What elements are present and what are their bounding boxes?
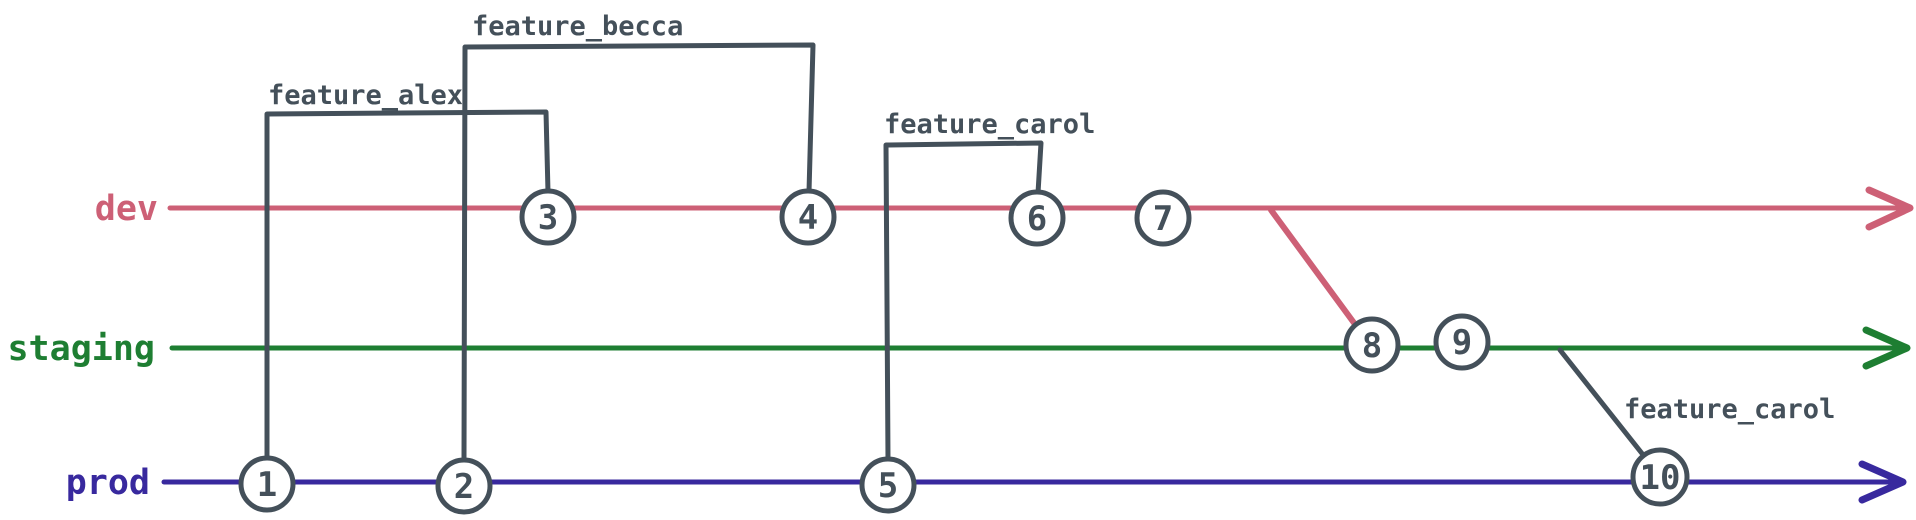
feature-carol-label: feature_carol (884, 109, 1095, 140)
dev-branch-label: dev (95, 189, 158, 229)
commit-label-8: 8 (1362, 326, 1382, 366)
prod-arrowhead-icon (1858, 460, 1907, 504)
commit-node-7: 7 (1134, 189, 1192, 247)
commit-label-2: 2 (454, 467, 474, 507)
prod-branch-label: prod (66, 463, 150, 503)
feature-carol-label-2: feature_carol (1624, 394, 1835, 425)
commit-node-5: 5 (859, 456, 917, 514)
commit-circle-6 (1008, 189, 1066, 247)
merge-dev-to-staging-line (1268, 207, 1360, 330)
commit-label-4: 4 (798, 198, 818, 238)
commit-circle-9 (1433, 313, 1491, 371)
commit-node-10: 10 (1630, 447, 1690, 507)
commit-circle-2 (435, 457, 493, 515)
commit-node-3: 3 (519, 188, 577, 246)
commit-label-10: 10 (1640, 458, 1681, 498)
commit-circle-8 (1343, 316, 1401, 374)
commit-node-4: 4 (779, 188, 837, 246)
feature-alex-label: feature_alex (268, 80, 463, 111)
commit-label-9: 9 (1452, 323, 1472, 363)
commit-label-1: 1 (257, 465, 277, 505)
commit-label-3: 3 (538, 198, 558, 238)
branch-prod: prod (66, 460, 1907, 504)
feature-carol-branch-line (1557, 347, 1647, 459)
commit-node-2: 2 (435, 457, 493, 515)
dev-arrowhead-icon (1865, 186, 1914, 231)
staging-arrowhead-icon (1862, 326, 1911, 370)
branch-dev: dev (95, 186, 1914, 231)
commit-circle-10 (1630, 447, 1690, 507)
staging-branch-label: staging (7, 329, 155, 369)
commit-circle-1 (238, 455, 296, 513)
commit-node-9: 9 (1433, 313, 1491, 371)
feature-becca-path (461, 42, 816, 463)
commit-node-8: 8 (1343, 316, 1401, 374)
feature-carol-path (883, 140, 1044, 462)
commit-node-1: 1 (238, 455, 296, 513)
commit-circle-4 (779, 188, 837, 246)
commit-label-7: 7 (1153, 199, 1173, 239)
commit-label-6: 6 (1027, 199, 1047, 239)
commit-label-5: 5 (878, 466, 898, 506)
commit-circle-7 (1134, 189, 1192, 247)
commit-circle-3 (519, 188, 577, 246)
feature-alex-path (264, 109, 551, 462)
feature-becca-label: feature_becca (472, 11, 683, 42)
commit-node-6: 6 (1008, 189, 1066, 247)
commit-circle-5 (859, 456, 917, 514)
branch-staging: staging (7, 326, 1911, 370)
